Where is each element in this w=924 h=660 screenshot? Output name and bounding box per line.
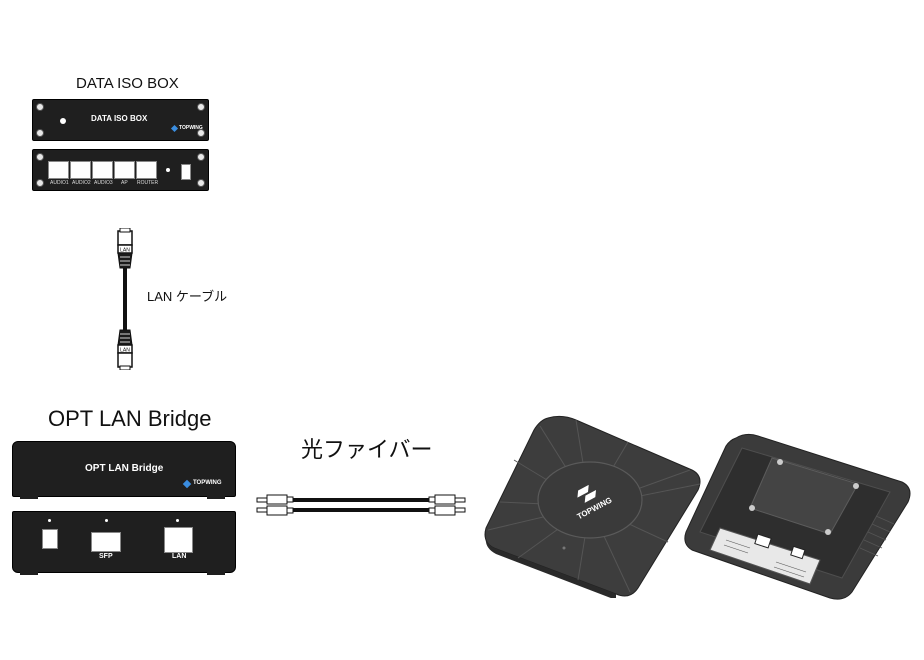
iso-box-front-panel: DATA ISO BOX TOPWING <box>32 99 209 141</box>
fiber-label: 光ファイバー <box>301 437 433 462</box>
sfp-port <box>91 532 121 552</box>
iso-box-brand: TOPWING <box>179 125 203 131</box>
screw-icon <box>197 103 205 111</box>
power-port <box>42 529 58 549</box>
front-foot <box>20 494 38 499</box>
front-foot <box>207 494 225 499</box>
topwing-logo-icon <box>170 124 179 133</box>
iso-box-rear-panel: AUDIO1 AUDIO2 AUDIO3 AP ROUTER <box>32 149 209 191</box>
port-label-sfp: SFP <box>99 553 113 560</box>
ethernet-port <box>790 545 806 560</box>
indicator-led-icon <box>48 519 51 522</box>
access-point-top: TOPWING <box>484 415 701 598</box>
lan-port-router <box>136 161 157 179</box>
lan-port <box>164 527 193 553</box>
opt-bridge-title: OPT LAN Bridge <box>48 406 212 431</box>
indicator-led-icon <box>105 519 108 522</box>
port-label: AP <box>121 180 128 186</box>
screw-icon <box>36 179 44 187</box>
lan-cable-label: LAN ケーブル <box>147 289 228 304</box>
lan-port-ap <box>114 161 135 179</box>
iso-box-front-label: DATA ISO BOX <box>91 114 148 123</box>
iso-box-title: DATA ISO BOX <box>76 75 179 92</box>
topwing-logo-icon <box>182 479 192 489</box>
port-label: AUDIO1 <box>50 180 69 186</box>
lan-plug-label: LAN <box>120 348 130 354</box>
port-label-lan: LAN <box>172 553 187 560</box>
lan-port-audio3 <box>92 161 113 179</box>
screw-icon <box>197 153 205 161</box>
screw-icon <box>36 153 44 161</box>
screw-icon <box>36 103 44 111</box>
rear-foot <box>20 570 38 575</box>
dc-jack-icon <box>181 164 191 180</box>
indicator-led-icon <box>176 519 179 522</box>
opt-bridge-rear-panel: SFP LAN <box>12 511 236 573</box>
fiber-cable <box>256 494 466 516</box>
port-label: ROUTER <box>137 180 159 186</box>
screw-icon <box>36 129 44 137</box>
port-label: AUDIO2 <box>72 180 91 186</box>
rear-foot <box>207 570 225 575</box>
opt-bridge-front-label: OPT LAN Bridge <box>85 463 164 474</box>
port-label: AUDIO3 <box>94 180 113 186</box>
ethernet-port <box>754 533 772 549</box>
power-led-icon <box>60 118 66 124</box>
opt-bridge-brand: TOPWING <box>193 480 222 486</box>
screw-icon <box>197 129 205 137</box>
screw-icon <box>197 179 205 187</box>
status-led-icon <box>166 168 170 172</box>
opt-bridge-front-panel: OPT LAN Bridge TOPWING <box>12 441 236 497</box>
lan-port-audio1 <box>48 161 69 179</box>
lan-port-audio2 <box>70 161 91 179</box>
access-point-bottom <box>684 433 911 600</box>
lan-plug-label: LAN <box>120 248 130 254</box>
lan-cable: LAN LAN <box>117 228 133 370</box>
